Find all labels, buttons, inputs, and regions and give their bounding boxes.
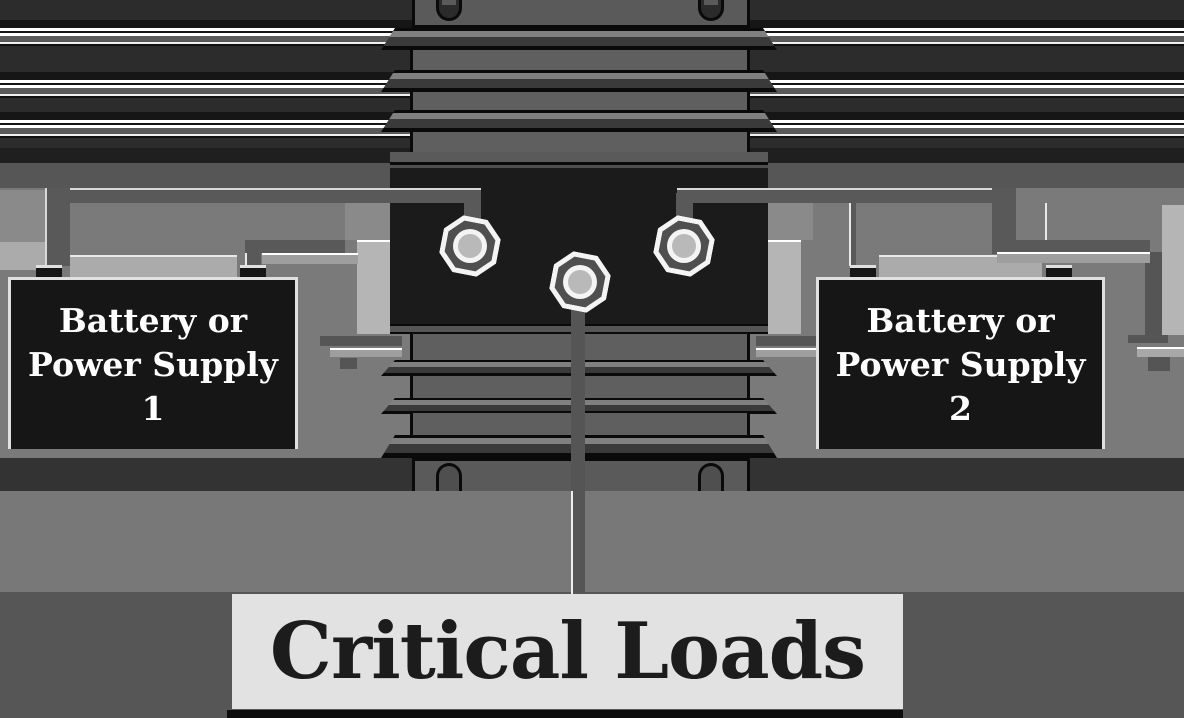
battery1-terminal-left xyxy=(36,265,62,279)
wire-loads-lower xyxy=(571,491,585,594)
heatsink-fin xyxy=(381,28,777,50)
battery2-terminal-left xyxy=(850,265,876,279)
mounting-arch xyxy=(698,463,724,491)
stud-core xyxy=(568,270,592,294)
left-background-patch xyxy=(345,203,390,240)
terminal-stud-right xyxy=(655,217,713,275)
stud-core xyxy=(672,234,696,258)
wire-right-stud-drop xyxy=(676,193,693,223)
left-mount-column xyxy=(357,240,390,334)
far-right-bracket-bar xyxy=(1137,347,1184,357)
battery1-box: Battery or Power Supply 1 xyxy=(8,277,298,449)
heatsink-web xyxy=(410,50,750,70)
background-lower-band xyxy=(0,491,1184,592)
heatsink-fin xyxy=(381,70,777,92)
battery1-label-line2: Power Supply 1 xyxy=(28,344,278,428)
battery2-label-line2: Power Supply 2 xyxy=(835,344,1086,428)
right-wall-panel xyxy=(879,203,1047,257)
wire-battery2-vertical xyxy=(992,188,1016,254)
battery2-box: Battery or Power Supply 2 xyxy=(816,277,1105,449)
right-background-patch xyxy=(768,203,813,240)
battery1-terminal-right xyxy=(240,265,266,279)
wire-battery2-sense xyxy=(849,203,856,266)
heatsink-web xyxy=(410,132,750,152)
heatsink-web xyxy=(410,92,750,110)
far-right-bracket-bar xyxy=(1128,335,1168,343)
left-bracket-block xyxy=(340,358,357,369)
wire-battery2-branch xyxy=(1016,240,1150,252)
mounting-arch xyxy=(436,463,462,491)
far-right-column xyxy=(1162,205,1184,335)
table-edge-shadow xyxy=(227,710,903,718)
wire-battery1-vertical xyxy=(45,188,70,266)
left-corner-panel xyxy=(0,190,45,242)
wire-battery1-branch xyxy=(245,240,345,253)
wire-left-stud-drop xyxy=(464,193,481,223)
critical-loads-label: Critical Loads xyxy=(269,606,866,697)
heatsink-fin xyxy=(381,110,777,132)
mounting-notch-tab xyxy=(704,0,718,5)
battery1-label-line1: Battery or xyxy=(58,300,248,340)
mounting-notch-tab xyxy=(442,0,456,5)
wire-battery2-branch-light xyxy=(997,252,1150,263)
left-wall-panel xyxy=(58,203,237,257)
far-right-bracket-block xyxy=(1148,357,1170,371)
right-mount-column xyxy=(768,240,801,334)
far-right-wire-drop xyxy=(1145,252,1162,338)
mounting-notch xyxy=(698,0,724,21)
mounting-notch xyxy=(436,0,462,21)
wire-battery2-to-isolator xyxy=(677,188,1016,203)
critical-loads-box: Critical Loads xyxy=(232,594,903,709)
battery2-label-line1: Battery or xyxy=(866,300,1055,340)
wire-loads-upper xyxy=(571,300,585,491)
right-bracket-bar xyxy=(756,348,828,357)
wire-battery1-branch-light xyxy=(262,253,358,264)
left-bracket-bar xyxy=(320,336,402,346)
heatsink-mid-cap xyxy=(390,152,768,165)
left-bracket-bar xyxy=(330,348,402,357)
battery2-terminal-right xyxy=(1046,265,1072,279)
right-bracket-bar xyxy=(756,336,838,346)
heatsink-top-cap xyxy=(412,0,750,28)
stud-core xyxy=(458,234,482,258)
terminal-stud-left xyxy=(441,217,499,275)
wire-battery1-to-isolator xyxy=(45,188,481,203)
left-shelf xyxy=(70,257,237,277)
terminal-stud-center xyxy=(551,253,609,311)
